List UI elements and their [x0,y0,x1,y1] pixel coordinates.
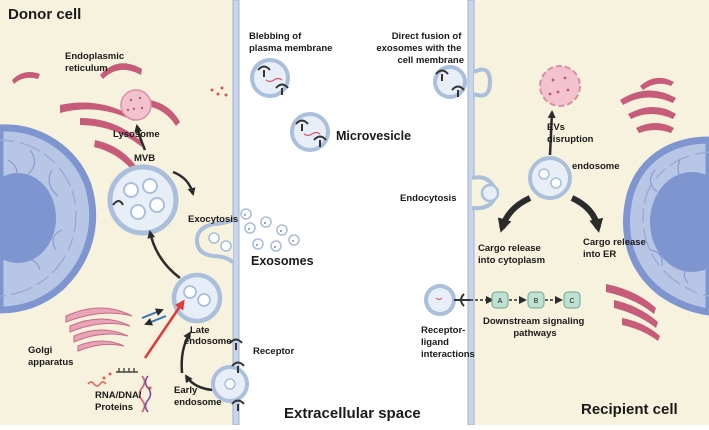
donor-nucleus [0,124,97,314]
exosome [288,234,300,246]
endocytosis-label: Endocytosis [400,193,457,204]
cargo-er-label: Cargo release into ER [583,237,648,260]
golgi-shape [65,307,133,352]
recipient-cell-title: Recipient cell [581,401,678,418]
mvb-shape [107,164,179,236]
exosome [252,238,264,250]
free-cargo-dots [148,86,228,390]
exosomes-label: Exosomes [251,254,314,268]
golgi-label: Golgi apparatus [28,345,73,368]
exocytosis-pocket [194,218,235,264]
early-endosome-shape [211,365,249,403]
exosome-cluster [240,208,300,252]
recipient-endosome-shape [528,156,572,200]
recipient-plasma-membrane [467,0,475,426]
exosome [240,208,252,220]
downstream-label: Downstream signaling pathways [483,316,587,339]
receptor-ligand-label: Receptor- ligand interactions [421,325,475,360]
pathway-node [563,291,581,309]
endosome-label: endosome [572,161,620,172]
downstream-pathway: A B C [470,291,581,309]
endocytosis-shape [471,175,500,211]
donor-arrows [134,124,213,392]
exocytosis-label: Exocytosis [188,214,238,225]
direct-fusion-label: Direct fusion of exosomes with the cell … [376,31,464,66]
free-microvesicle-shape [290,112,330,152]
recipient-nucleus [623,136,709,316]
evs-disruption-label: EVs disruption [547,122,594,145]
lysosome-shape [120,89,152,121]
donor-er-shape [12,63,180,177]
receptor-ligand-shape [424,284,470,316]
cargo-label: RNA/DNA/ Proteins [95,390,144,413]
mvb-label: MVB [134,153,155,164]
recipient-er-shape [606,77,676,341]
er-label: Endoplasmic reticulum [65,51,127,74]
recipient-arrows [497,110,604,233]
donor-plasma-membrane [232,0,240,426]
donor-cell-title: Donor cell [8,6,81,23]
microvesicle-label: Microvesicle [336,129,411,143]
exosome [244,222,256,234]
early-endosome-label: Early endosome [174,385,222,408]
exosome [270,240,282,252]
pathway-node [527,291,545,309]
pathway-node [491,291,509,309]
extracellular-space-title: Extracellular space [284,405,421,422]
exosome [276,224,288,236]
cargo-cytoplasm-label: Cargo release into cytoplasm [478,243,545,266]
blebbing-label: Blebbing of plasma membrane [249,31,332,54]
direct-fusion-shape [433,65,493,99]
late-endosome-shape [171,272,223,324]
late-endosome-label: Late endosome [184,325,232,347]
blebbing-shape [250,58,290,98]
pathway-node-label: C [569,298,574,305]
donor-receptors [229,338,245,411]
pathway-node-label: B [534,298,539,305]
cargo-red-arrow [143,299,185,359]
cargo-molecules [87,368,152,413]
exosome [260,216,272,228]
lysosome-label: Lysosome [113,129,160,140]
pathway-node-label: A [498,298,503,305]
receptor-label: Receptor [253,346,294,357]
evs-disruption-shape [539,65,581,107]
golgi-double-arrow [141,308,167,326]
